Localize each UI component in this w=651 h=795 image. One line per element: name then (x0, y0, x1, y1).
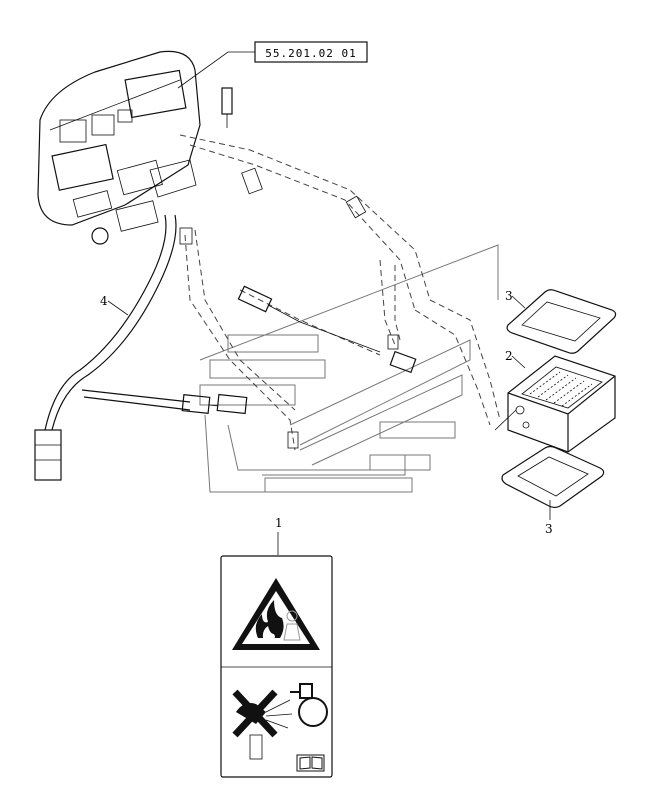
svg-text:1: 1 (275, 516, 283, 530)
svg-text:3: 3 (505, 289, 513, 303)
callout-3-top: 3 (505, 289, 526, 309)
harness-routing (179, 134, 501, 451)
callout-3-bottom: 3 (545, 500, 553, 536)
sensor-lead (237, 285, 417, 374)
reference-code: 55.201.02 01 (265, 47, 356, 60)
cable-assembly (34, 214, 248, 481)
manual-book-icon (296, 754, 325, 772)
callout-4: 4 (100, 294, 129, 316)
gasket-bottom (501, 445, 605, 509)
callout-2: 2 (505, 349, 526, 369)
svg-text:3: 3 (545, 522, 553, 536)
svg-text:4: 4 (100, 294, 108, 308)
electronic-box (494, 355, 616, 453)
fire-warning-triangle-icon (232, 578, 320, 650)
warning-label (220, 555, 333, 778)
extinguisher-icon (290, 683, 328, 727)
callout-1: 1 (275, 516, 283, 555)
svg-text:2: 2 (505, 349, 513, 363)
no-water-extinguishing-icon (232, 689, 293, 760)
control-panel (37, 50, 233, 245)
gasket-top (506, 289, 617, 354)
background-logo (199, 244, 499, 493)
reference-box: 55.201.02 01 (177, 41, 368, 89)
